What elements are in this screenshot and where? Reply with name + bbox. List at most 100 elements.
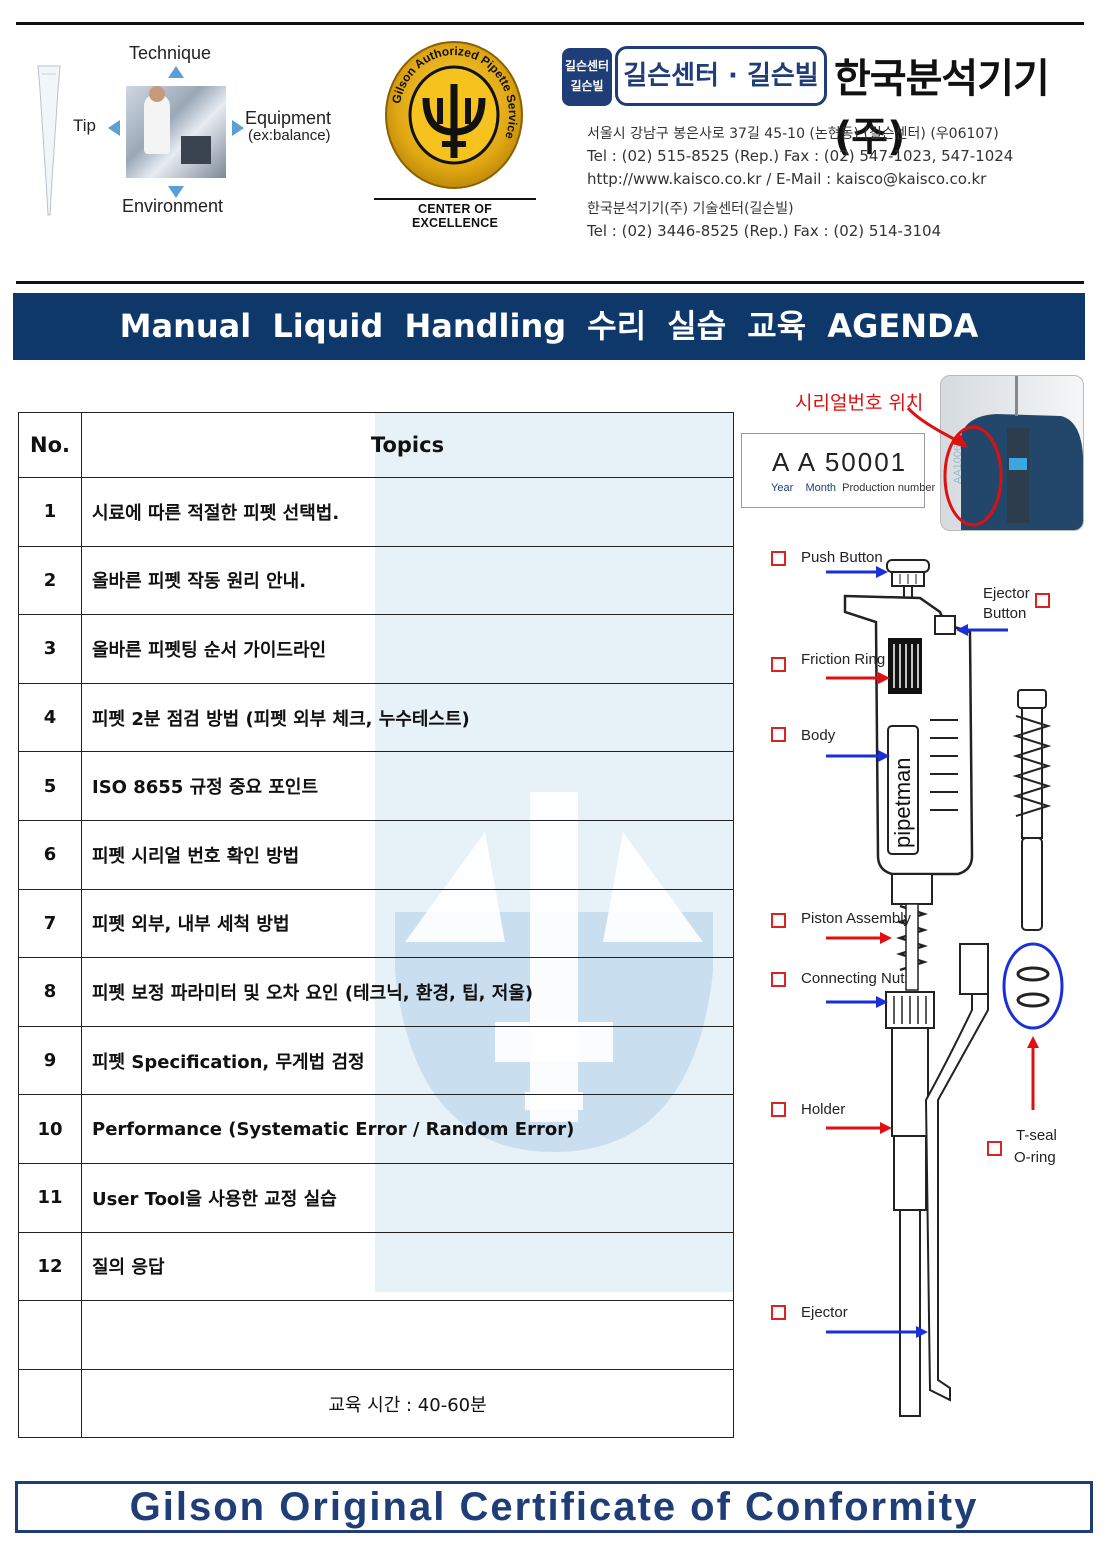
top-rule <box>16 22 1084 25</box>
row-number: 7 <box>18 888 82 959</box>
table-row: 9 피펫 Specification, 무게법 검정 <box>18 1025 734 1096</box>
row-topic: 피펫 Specification, 무게법 검정 <box>81 1025 734 1096</box>
row-topic-empty <box>81 1300 734 1370</box>
table-row: 12 질의 응답 <box>18 1231 734 1302</box>
serial-location-label: 시리얼번호 위치 <box>795 392 924 414</box>
row-topic: User Tool을 사용한 교정 실습 <box>81 1162 734 1233</box>
seal-divider <box>374 198 536 200</box>
diagram-equipment-label: Equipment <box>245 108 332 128</box>
connecting-nut-label: Connecting Nut <box>801 970 905 987</box>
tseal-checkbox[interactable] <box>987 1141 1002 1156</box>
piston-assembly-checkbox[interactable] <box>771 913 786 928</box>
diagram-tip-label: Tip <box>73 116 96 135</box>
table-row: 8 피펫 보정 파라미터 및 오차 요인 (테크닉, 환경, 팁, 저울) <box>18 957 734 1027</box>
ejector-button-label-2: Button <box>983 605 1027 622</box>
row-topic: 질의 응답 <box>81 1231 734 1302</box>
table-row: 11 User Tool을 사용한 교정 실습 <box>18 1162 734 1233</box>
diagram-equipment-sub-label: (ex:balance) <box>248 127 331 144</box>
table-header-row: No. Topics <box>18 412 734 478</box>
header-no: No. <box>18 412 82 478</box>
serial-pointer-arrow-icon <box>906 406 968 448</box>
diagram-arrows-icon <box>108 66 244 198</box>
piston-assembly-label: Piston Assembly <box>801 910 912 927</box>
table-row: 2 올바른 피펫 작동 원리 안내. <box>18 545 734 616</box>
tseal-label-2: O-ring <box>1014 1149 1056 1166</box>
table-row: 10 Performance (Systematic Error / Rando… <box>18 1094 734 1164</box>
row-number: 9 <box>18 1025 82 1096</box>
pipette-tip-icon <box>37 65 61 216</box>
ejector-button-checkbox[interactable] <box>1035 593 1050 608</box>
company-badge-line1: 길슨센터 <box>564 59 610 73</box>
row-topic: 피펫 외부, 내부 세척 방법 <box>81 888 734 959</box>
serial-legend-year: Year <box>771 482 794 494</box>
friction-ring-label: Friction Ring <box>801 651 886 668</box>
row-number: 11 <box>18 1162 82 1233</box>
tech-center-name: 한국분석기기(주) 기술센터(길슨빌) <box>587 201 794 217</box>
row-number: 12 <box>18 1231 82 1302</box>
gilson-seal-logo: Gilson Authorized Pipette Service <box>385 41 523 189</box>
connecting-nut-checkbox[interactable] <box>771 972 786 987</box>
row-number: 10 <box>18 1094 82 1164</box>
row-topic: Performance (Systematic Error / Random E… <box>81 1094 734 1164</box>
company-tel: Tel : (02) 515-8525 (Rep.) Fax : (02) 54… <box>587 147 1014 165</box>
serial-format-box <box>741 433 925 508</box>
row-number: 1 <box>18 477 82 547</box>
body-label: Body <box>801 727 836 744</box>
row-number: 5 <box>18 751 82 821</box>
company-name: 한국분석기기(주) <box>834 56 1050 160</box>
ejector-checkbox[interactable] <box>771 1305 786 1320</box>
body-checkbox[interactable] <box>771 727 786 742</box>
lab-photo <box>126 86 226 178</box>
agenda-table: No. Topics 1 시료에 따른 적절한 피펫 선택법. 2 올바른 피펫… <box>18 412 734 1439</box>
row-number: 6 <box>18 819 82 890</box>
table-row-empty <box>18 1300 734 1370</box>
row-topic: 피펫 시리얼 번호 확인 방법 <box>81 819 734 890</box>
push-button-label: Push Button <box>801 549 883 566</box>
table-row-note: 교육 시간 : 40-60분 <box>18 1368 734 1439</box>
table-row: 3 올바른 피펫팅 순서 가이드라인 <box>18 614 734 684</box>
pipetman-brand-text: pipetman <box>890 757 915 848</box>
serial-legend: Year Month Production number <box>771 482 935 494</box>
table-row: 4 피펫 2분 점검 방법 (피펫 외부 체크, 누수테스트) <box>18 682 734 753</box>
table-row: 1 시료에 따른 적절한 피펫 선택법. <box>18 477 734 547</box>
serial-legend-production: Production number <box>842 482 936 494</box>
ejector-label: Ejector <box>801 1304 848 1321</box>
tseal-label-1: T-seal <box>1016 1127 1057 1144</box>
row-number: 8 <box>18 957 82 1027</box>
pipette-parts-diagram: pipetman <box>826 559 1064 1417</box>
row-topic: ISO 8655 규정 중요 포인트 <box>81 751 734 821</box>
agenda-banner: Manual Liquid Handling 수리 실습 교육 AGENDA <box>13 293 1085 360</box>
company-address: 서울시 강남구 봉은사로 37길 45-10 (논현동) (길슨센터) (우06… <box>587 126 999 142</box>
header-bottom-rule <box>16 281 1084 284</box>
pipette-closeup-icon: AA10069 <box>943 376 1083 530</box>
serial-legend-month: Month <box>805 482 837 494</box>
push-button-checkbox[interactable] <box>771 551 786 566</box>
row-topic: 올바른 피펫 작동 원리 안내. <box>81 545 734 616</box>
serial-engraving: AA10069 <box>952 439 964 484</box>
row-number-empty <box>18 1300 82 1370</box>
holder-label: Holder <box>801 1101 846 1118</box>
header-topics: Topics <box>81 412 734 478</box>
friction-ring-checkbox[interactable] <box>771 657 786 672</box>
seal-caption: CENTER OF EXCELLENCE <box>411 202 499 230</box>
serial-location-photo: AA10069 <box>940 375 1084 531</box>
company-logo-box: 길슨센터 · 길슨빌 <box>615 46 827 106</box>
duration-note: 교육 시간 : 40-60분 <box>81 1368 734 1439</box>
row-number: 3 <box>18 614 82 684</box>
row-topic: 피펫 보정 파라미터 및 오차 요인 (테크닉, 환경, 팁, 저울) <box>81 957 734 1027</box>
row-number: 2 <box>18 545 82 616</box>
row-topic: 올바른 피펫팅 순서 가이드라인 <box>81 614 734 684</box>
row-number: 4 <box>18 682 82 753</box>
ejector-button-label-1: Ejector <box>983 585 1030 602</box>
holder-checkbox[interactable] <box>771 1102 786 1117</box>
row-number-empty <box>18 1368 82 1439</box>
diagram-environment-label: Environment <box>122 196 224 216</box>
company-badge-line2: 길슨빌 <box>570 79 604 93</box>
diagram-technique-label: Technique <box>129 43 212 63</box>
certificate-footer: Gilson Original Certificate of Conformit… <box>15 1481 1093 1533</box>
row-topic: 시료에 따른 적절한 피펫 선택법. <box>81 477 734 547</box>
company-web: http://www.kaisco.co.kr / E-Mail : kaisc… <box>587 170 987 188</box>
table-row: 6 피펫 시리얼 번호 확인 방법 <box>18 819 734 890</box>
serial-code: A A 50001 <box>772 447 908 477</box>
row-topic: 피펫 2분 점검 방법 (피펫 외부 체크, 누수테스트) <box>81 682 734 753</box>
